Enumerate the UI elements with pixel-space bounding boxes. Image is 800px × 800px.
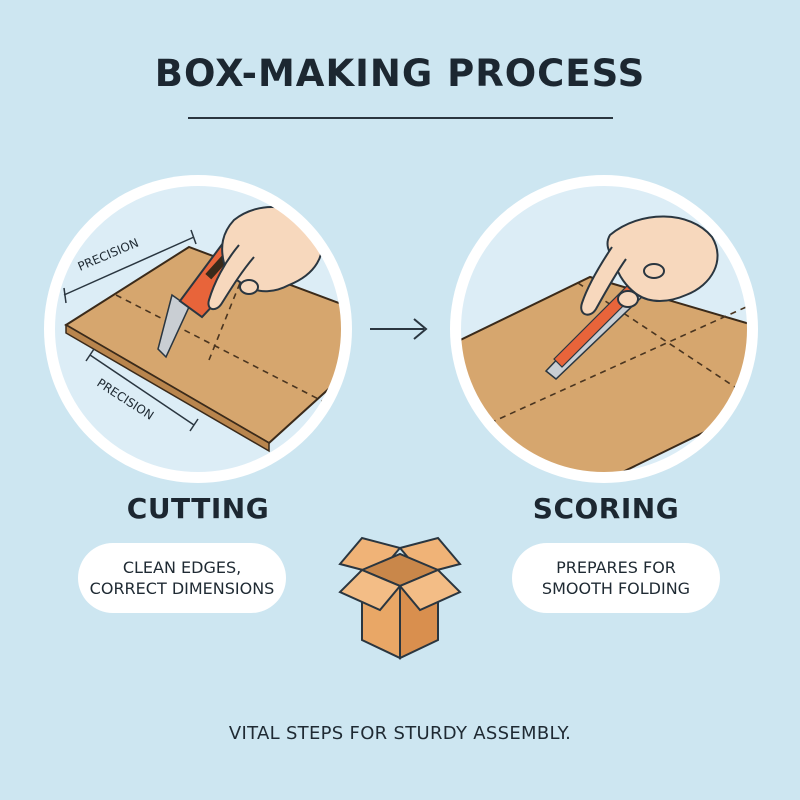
score-line: [489, 302, 750, 424]
thumb: [239, 279, 259, 295]
cutting-step-title: CUTTING: [126, 492, 270, 525]
thumb: [617, 290, 639, 308]
scoring-scene: [455, 180, 753, 478]
cutting-scene: PRECISION PRECISION: [49, 180, 347, 478]
scoring-description-line1: PREPARES FOR: [556, 558, 676, 577]
open-box-icon: [338, 536, 462, 660]
scoring-description: PREPARES FOR SMOOTH FOLDING: [512, 543, 720, 613]
scoring-description-line2: SMOOTH FOLDING: [541, 579, 691, 598]
box-flap-front-left: [338, 568, 402, 612]
scoring-step-title: SCORING: [532, 492, 680, 525]
dimension-tick: [63, 287, 67, 304]
cut-guide-line-cross: [208, 272, 245, 361]
dimension-tick: [189, 418, 199, 432]
scoring-panel-frame: [455, 180, 753, 478]
cardboard-edge: [65, 323, 270, 453]
footer-caption: VITAL STEPS FOR STURDY ASSEMBLY.: [228, 723, 572, 744]
knuckle: [643, 263, 665, 279]
cutting-panel-frame: [49, 180, 347, 478]
dimension-tick: [85, 348, 95, 362]
cutting-description-line2: CORRECT DIMENSIONS: [89, 579, 275, 598]
finger: [207, 244, 255, 311]
right-arrow-icon: [370, 318, 428, 340]
precision-dimension-line-bottom: [89, 354, 195, 426]
cutting-description-line1: CLEAN EDGES,: [122, 558, 242, 577]
precision-dimension-line-top: [63, 236, 195, 296]
box-flap-front-right: [398, 568, 462, 612]
score-line-cross: [577, 282, 750, 398]
cutting-description: CLEAN EDGES, CORRECT DIMENSIONS: [78, 543, 286, 613]
page-title: BOX-MAKING PROCESS: [154, 52, 646, 95]
dimension-tick: [190, 229, 197, 245]
cardboard-sheet: [458, 275, 750, 475]
scoring-illustration: [450, 175, 758, 483]
finger: [580, 246, 627, 316]
cutting-illustration: PRECISION PRECISION: [44, 175, 352, 483]
cut-guide-line: [115, 294, 335, 408]
title-divider: [188, 117, 613, 119]
